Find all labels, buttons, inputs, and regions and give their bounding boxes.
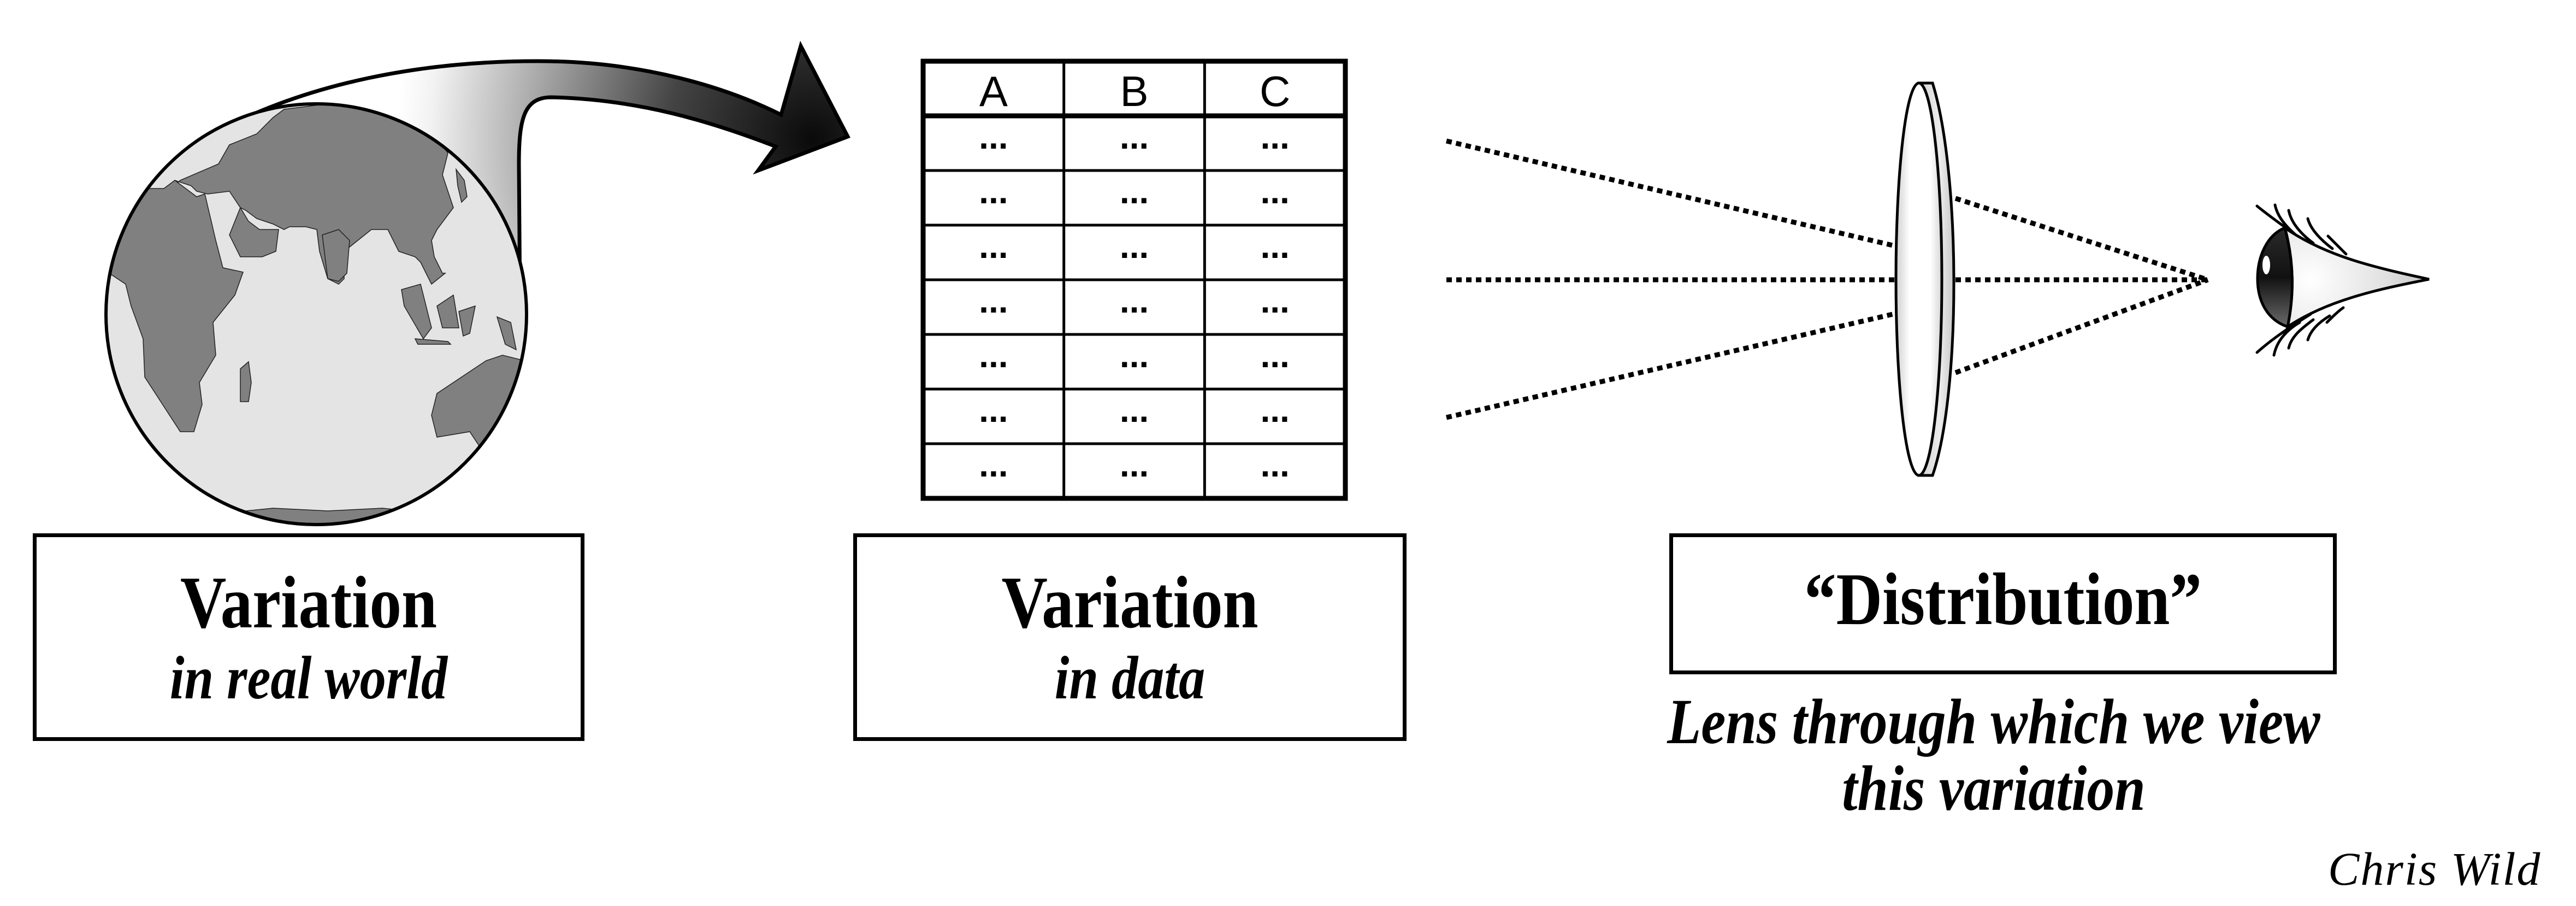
table-cell: ...: [1120, 117, 1149, 156]
table-cell: ...: [979, 226, 1008, 266]
table-cell: ...: [1260, 226, 1289, 266]
lens-face: [1894, 81, 1943, 477]
ray-bottom-incoming: [1445, 310, 1901, 420]
table-header-cell: A: [979, 67, 1008, 115]
ray-top-incoming: [1445, 138, 1901, 250]
table-cell: ...: [1260, 172, 1289, 211]
lens-icon: [1894, 81, 1955, 477]
table-cell: ...: [979, 390, 1008, 430]
panel-subtitle: in data: [1054, 644, 1206, 712]
panel-subtitle: in real world: [169, 644, 448, 712]
panel-distribution: “Distribution”: [1669, 533, 2337, 674]
lens-caption-line-1: Lens through which we view: [1584, 690, 2403, 754]
eye-icon: [2255, 203, 2430, 357]
lens-caption-text: Lens through which we view: [1667, 686, 2320, 757]
table-cell: ...: [979, 336, 1008, 375]
panel-title: “Distribution”: [1804, 558, 2202, 640]
table-header-cell: B: [1120, 67, 1148, 115]
author-signature: Chris Wild: [2328, 843, 2542, 895]
ray-top-focused: [1954, 196, 2209, 283]
light-rays: [1445, 138, 2209, 420]
lens-caption-line-2: this variation: [1584, 756, 2403, 821]
panel-title: Variation: [180, 562, 438, 644]
table-cell: ...: [1120, 226, 1149, 266]
table-cell: ...: [1120, 172, 1149, 211]
table-cell: ...: [1260, 336, 1289, 375]
table-cell: ...: [1120, 281, 1149, 320]
table-header-cell: C: [1260, 67, 1290, 115]
lens-caption-text: this variation: [1842, 752, 2146, 824]
table-cell: ...: [979, 445, 1008, 484]
globe-icon: [104, 102, 528, 526]
table-cell: ...: [979, 172, 1008, 211]
panel-data: Variation in data: [853, 533, 1407, 741]
table-cell: ...: [1260, 281, 1289, 320]
panel-real-world: Variation in real world: [33, 533, 584, 741]
table-cell: ...: [979, 117, 1008, 156]
table-cell: ...: [979, 281, 1008, 320]
table-cell: ...: [1260, 445, 1289, 484]
data-table-icon: A B C.....................................…: [920, 58, 1348, 501]
table-cell: ...: [1120, 445, 1149, 484]
panel-title: Variation: [1001, 562, 1259, 644]
table-cell: ...: [1260, 390, 1289, 430]
table-cell: ...: [1120, 336, 1149, 375]
table-cell: ...: [1260, 117, 1289, 156]
table-cell: ...: [1120, 390, 1149, 430]
ray-bottom-focused: [1954, 277, 2209, 375]
